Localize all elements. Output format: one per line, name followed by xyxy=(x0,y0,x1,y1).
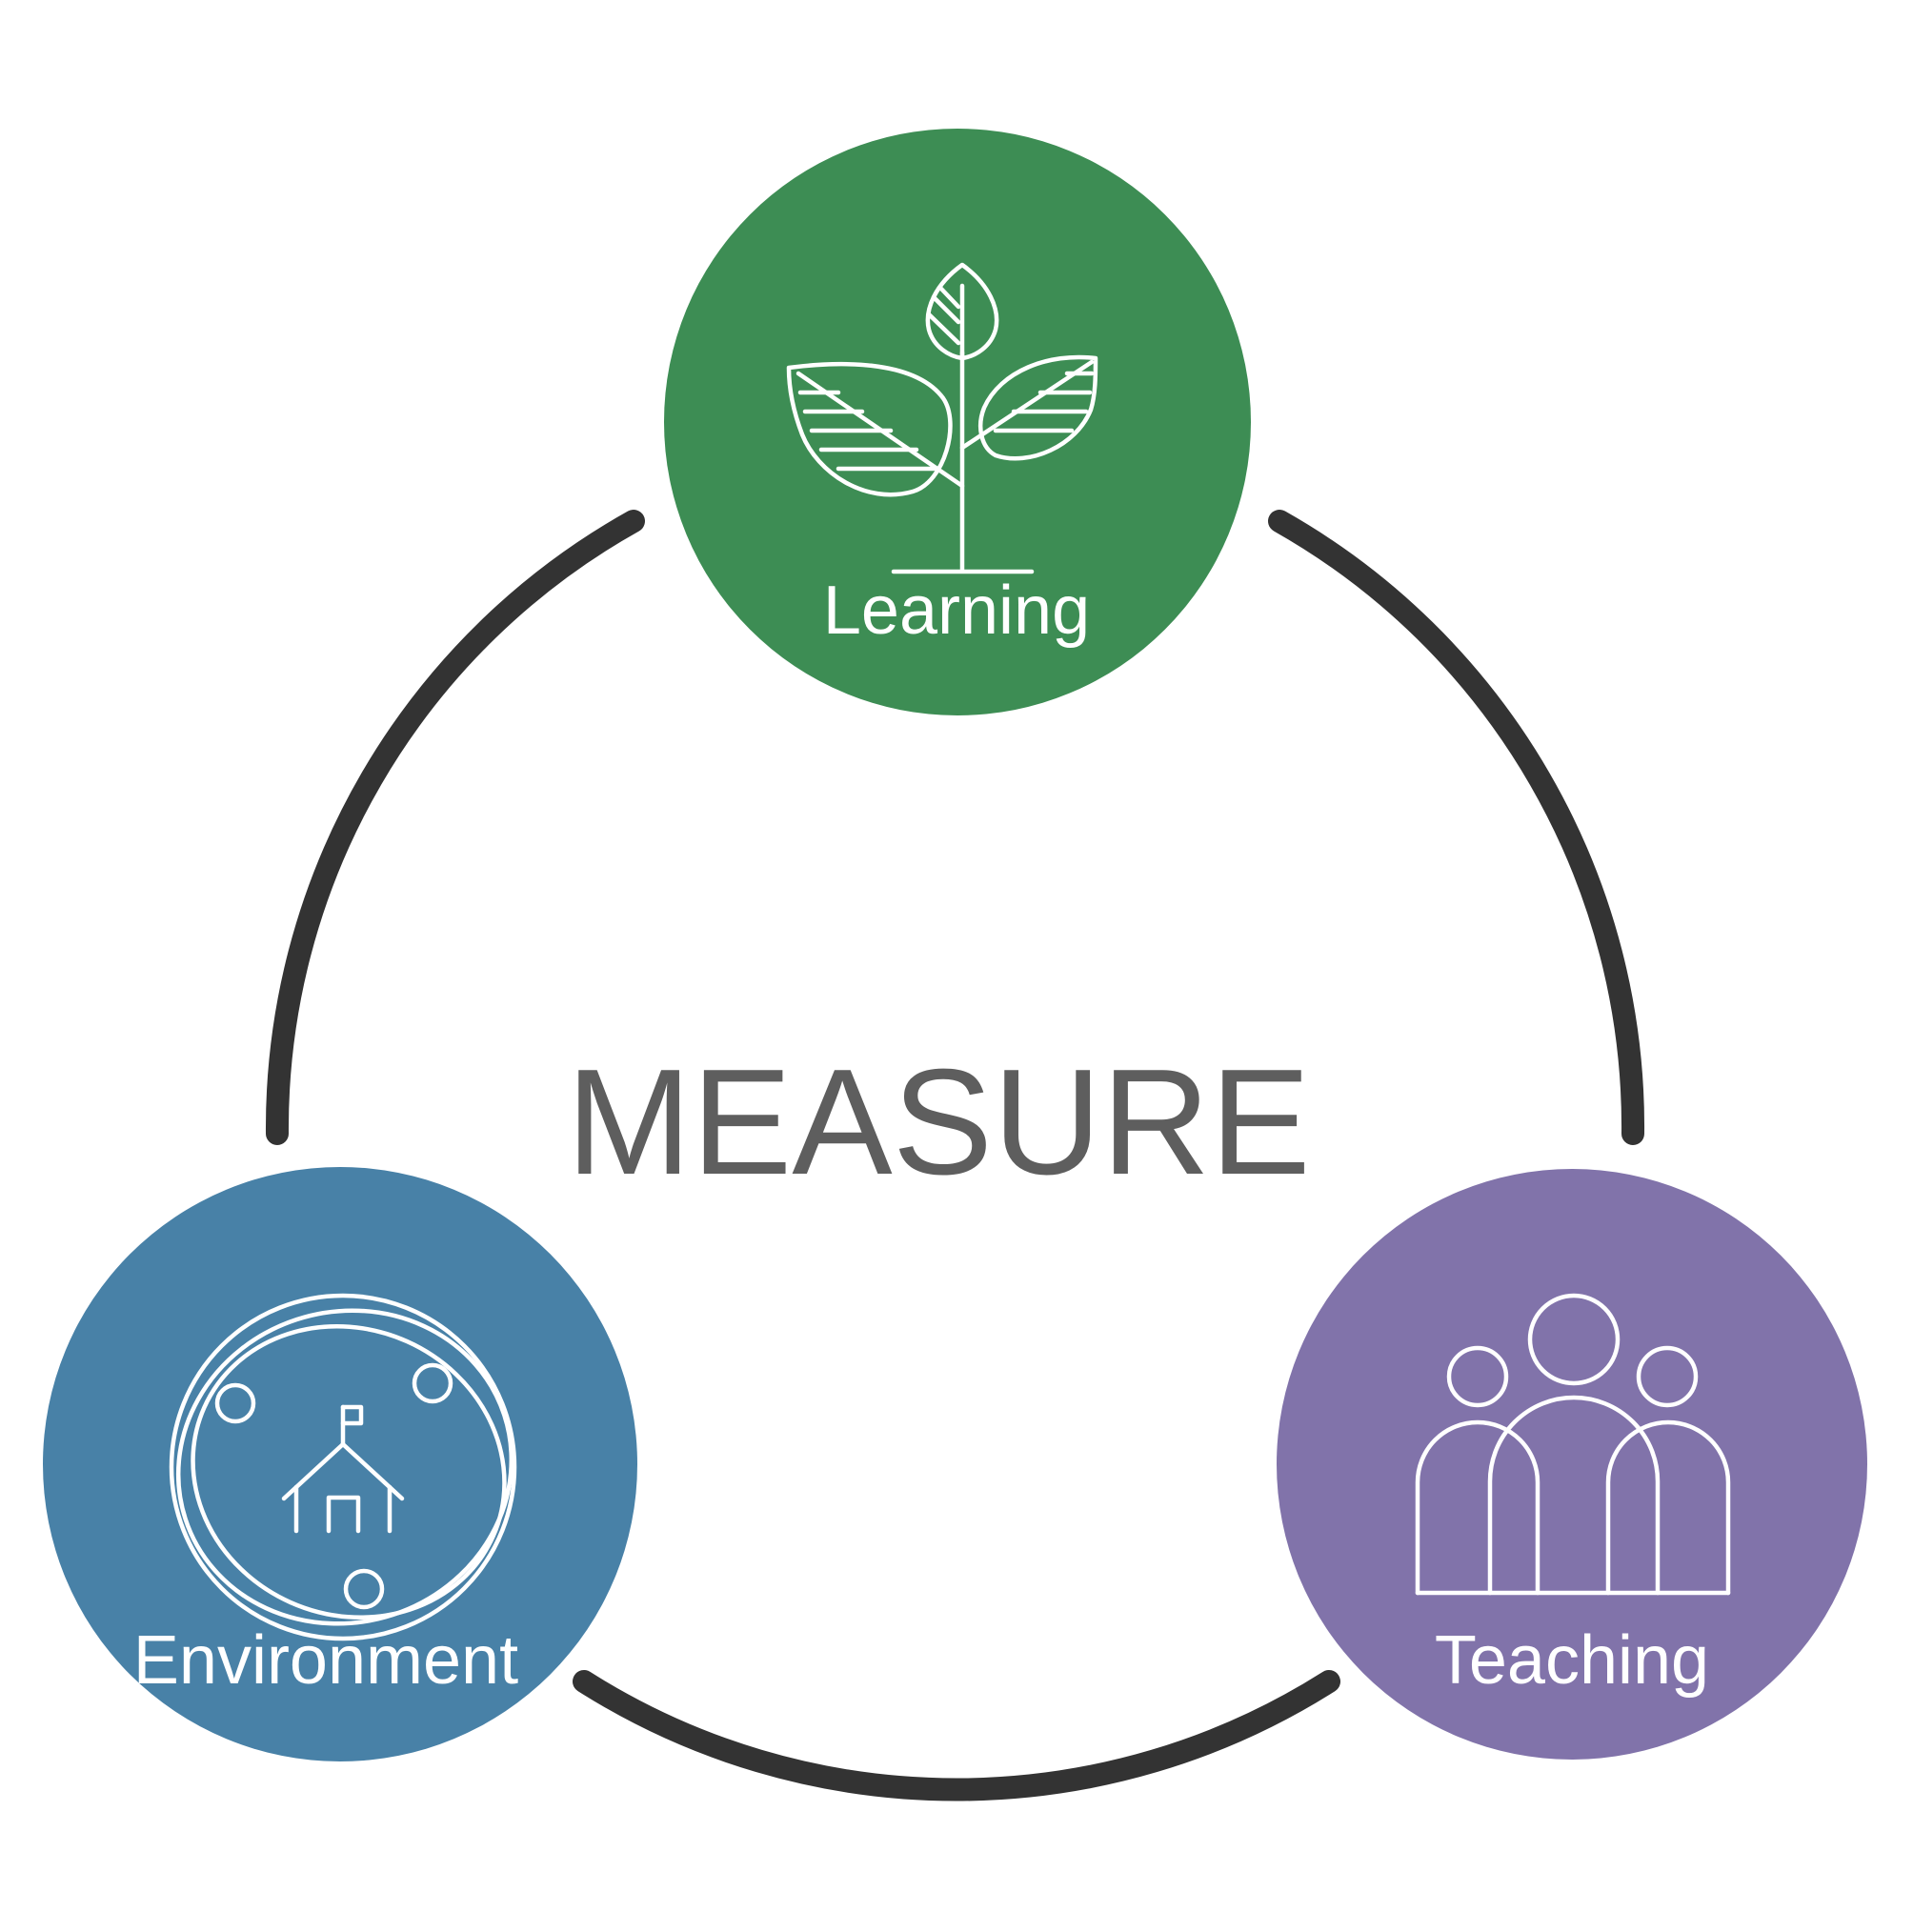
plant-sprout-icon xyxy=(786,262,1098,574)
node-teaching: Teaching xyxy=(1277,1169,1867,1760)
node-learning: Learning xyxy=(664,129,1251,715)
ring-arc-learning-to-teaching xyxy=(1268,510,1645,1145)
node-learning-label: Learning xyxy=(823,573,1090,649)
node-environment-label: Environment xyxy=(133,1622,518,1699)
node-environment: Environment xyxy=(43,1167,637,1761)
group-of-people-icon xyxy=(1415,1293,1731,1596)
ring-arc-teaching-to-environment xyxy=(573,1670,1340,1801)
node-environment-circle xyxy=(43,1167,637,1761)
cycle-ring xyxy=(265,510,1645,1801)
node-teaching-label: Teaching xyxy=(1435,1622,1709,1699)
node-teaching-circle xyxy=(1277,1169,1867,1760)
center-title: MEASURE xyxy=(566,1038,1310,1206)
school-globe-network-icon xyxy=(169,1293,517,1641)
node-learning-circle xyxy=(664,129,1251,715)
ring-arc-environment-to-learning xyxy=(265,510,645,1145)
